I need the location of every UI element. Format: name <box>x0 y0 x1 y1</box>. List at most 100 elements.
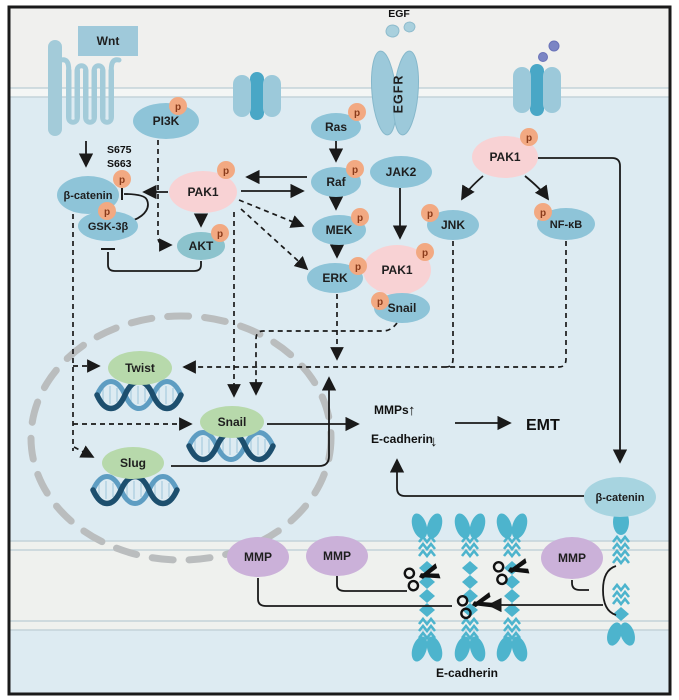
phospho-icon <box>349 257 367 275</box>
phospho-label: p <box>377 297 383 308</box>
ion-channel-left <box>233 72 281 120</box>
node-nfkb <box>537 208 595 240</box>
node-jnk <box>427 210 479 240</box>
dashed-jnk-down <box>445 241 454 368</box>
beta-catenin-membrane-label: β-catenin <box>596 492 645 504</box>
dashed-pi3k-to-akt <box>157 140 173 252</box>
ligand-dot <box>548 40 560 52</box>
egf-label: EGF <box>388 8 410 20</box>
plasma-membrane <box>10 88 669 97</box>
node-pak1-right <box>472 136 538 178</box>
bracket-slug-twist-output <box>171 376 337 467</box>
snail-nuclear-label: Snail <box>218 415 247 429</box>
node-erk <box>307 263 363 293</box>
phospho-icon <box>346 160 364 178</box>
node-pak1-middle <box>363 245 431 295</box>
mmp3-label: MMP <box>558 551 586 565</box>
phospho-icon <box>371 292 389 310</box>
phospho-label: p <box>175 102 181 113</box>
cleaved-cadherin-bottom <box>607 582 635 646</box>
phospho-icon <box>416 243 434 261</box>
emt-label: EMT <box>526 417 560 434</box>
beta-catenin-label: β-catenin <box>64 190 113 202</box>
phospho-icon <box>520 128 538 146</box>
phospho-label: p <box>352 165 358 176</box>
phospho-icon <box>351 208 369 226</box>
nucleus-ellipse <box>27 312 335 564</box>
phospho-group: p p p p p p p p p p p p p p <box>98 97 552 310</box>
arrow-pak1-to-jnk <box>461 175 484 201</box>
phospho-label: p <box>427 209 433 220</box>
egf-ligand <box>403 21 416 33</box>
nfkb-label: NF-κB <box>550 219 582 231</box>
node-twist <box>108 351 172 385</box>
node-akt <box>177 232 225 260</box>
line-mmp1-to-scissors <box>257 578 452 607</box>
phospho-label: p <box>223 166 229 177</box>
bracket-cleaved-cadherin <box>602 565 617 616</box>
phospho-label: p <box>526 133 532 144</box>
raf-label: Raf <box>326 175 346 189</box>
node-pak1-left <box>169 171 237 213</box>
dashed-branch-to-slug <box>73 445 95 458</box>
ras-label: Ras <box>325 120 347 134</box>
s675-label: S675 <box>107 144 132 156</box>
node-mek <box>312 215 366 245</box>
up-arrow-glyph: ↑ <box>408 402 416 419</box>
adjacent-cell-cytoplasm <box>10 630 669 693</box>
ion-channel-right <box>513 64 561 116</box>
phospho-icon <box>211 224 229 242</box>
egfr-label: EGFR <box>391 75 405 114</box>
wnt-ligand-box <box>78 26 138 56</box>
node-jak2 <box>370 156 432 188</box>
down-arrow-glyph: ↓ <box>430 433 438 450</box>
node-gsk3b <box>78 211 138 241</box>
slug-label: Slug <box>120 456 146 470</box>
phospho-label: p <box>217 229 223 240</box>
akt-label: AKT <box>189 239 214 253</box>
pi3k-label: PI3K <box>153 114 180 128</box>
phospho-icon <box>217 161 235 179</box>
arrow-bcatenin-to-ecadherin <box>389 458 584 497</box>
erk-label: ERK <box>322 271 348 285</box>
wnt-label: Wnt <box>97 34 120 48</box>
phospho-label: p <box>540 208 546 219</box>
jnk-label: JNK <box>441 218 465 232</box>
pak1-right-label: PAK1 <box>489 150 520 164</box>
phospho-label: p <box>104 207 110 218</box>
ecadherin-bottom-label: E-cadherin <box>436 666 498 680</box>
phospho-icon <box>98 202 116 220</box>
phospho-icon <box>113 170 131 188</box>
arrow-pak1-to-membrane-bcatenin <box>538 157 628 464</box>
twist-label: Twist <box>125 361 155 375</box>
dashed-pak1-to-mek <box>238 199 305 228</box>
egfr-receptor <box>370 50 420 136</box>
mmp2-label: MMP <box>323 549 351 563</box>
line-mmp2-to-scissors <box>336 576 407 592</box>
dashed-nfkb-to-twist <box>182 241 567 374</box>
gsk3b-label: GSK-3β <box>88 221 129 233</box>
snail-phospho-label: Snail <box>388 301 417 315</box>
node-mmp-3 <box>541 537 603 579</box>
egf-ligand <box>385 24 400 38</box>
mmps-up-label: MMPs <box>374 403 409 417</box>
ligand-dot <box>538 52 548 62</box>
line-mmp3-to-bracket <box>571 580 589 591</box>
node-mmp-2 <box>306 536 368 576</box>
arrow-pak1-to-nfkb <box>524 175 550 201</box>
node-snail-nuclear <box>200 406 264 438</box>
phospho-icon <box>169 97 187 115</box>
frizzled-receptor <box>48 40 122 136</box>
jak2-label: JAK2 <box>386 165 417 179</box>
inhibit-gsk3b-to-bcatenin <box>123 193 149 221</box>
phospho-label: p <box>357 213 363 224</box>
dashed-pak1-to-erk <box>240 208 309 271</box>
node-mmp-1 <box>227 537 289 577</box>
phospho-icon <box>534 203 552 221</box>
pak1-middle-label: PAK1 <box>381 263 412 277</box>
phospho-label: p <box>422 248 428 259</box>
dashed-psnail-to-nuclear-snail <box>249 322 398 396</box>
inhibit-akt-to-gsk3b <box>107 252 202 272</box>
